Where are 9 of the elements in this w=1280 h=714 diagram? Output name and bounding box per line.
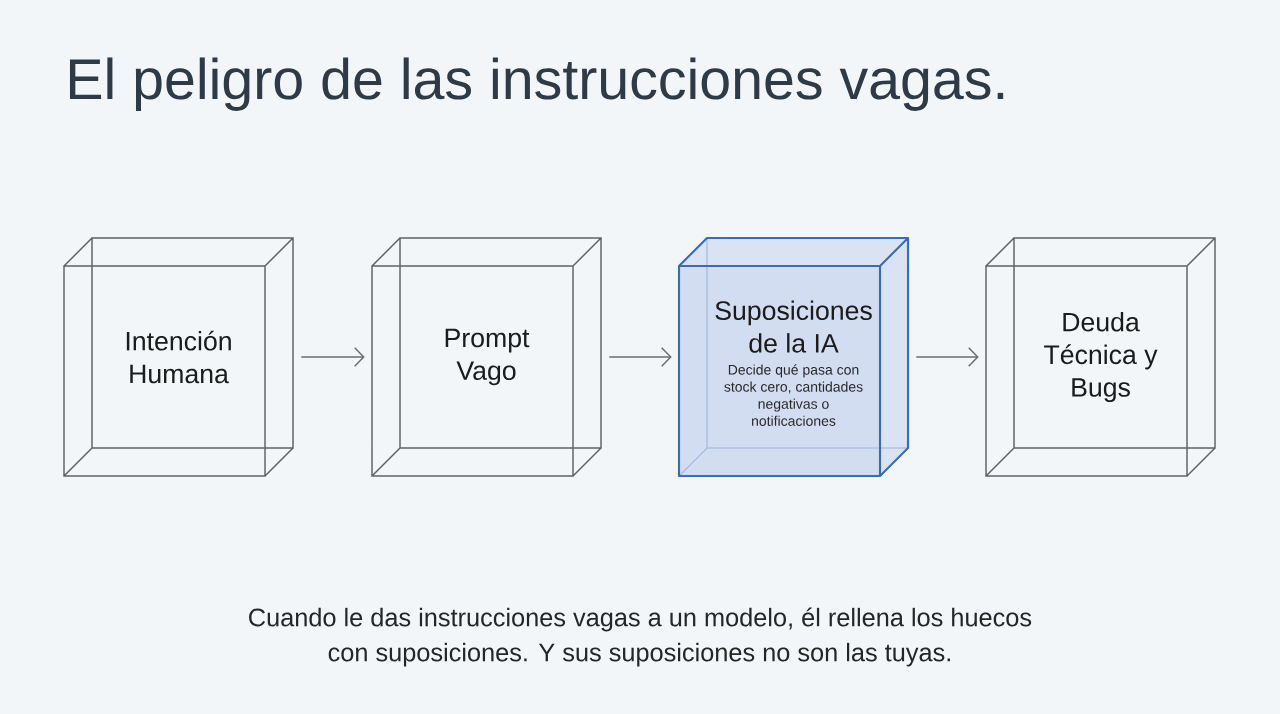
arrow [915, 346, 979, 368]
title: El peligro de las instrucciones vagas. [70, 57, 1004, 111]
cube-box: Deuda Técnica y Bugs [985, 237, 1216, 477]
caption: Cuando le das instrucciones vagas a un modelo, él rellena los huecos con suposiciones. Y sus suposiciones no son las tuyas. [249, 607, 1032, 667]
cube-box: Prompt Vago [371, 237, 602, 477]
cube-box: Intención Humana [63, 237, 294, 477]
arrow [300, 346, 365, 368]
arrow [608, 346, 672, 368]
note-text: Decide qué pasa con stock cero, cantidades negativas o notificaciones [724, 364, 863, 426]
